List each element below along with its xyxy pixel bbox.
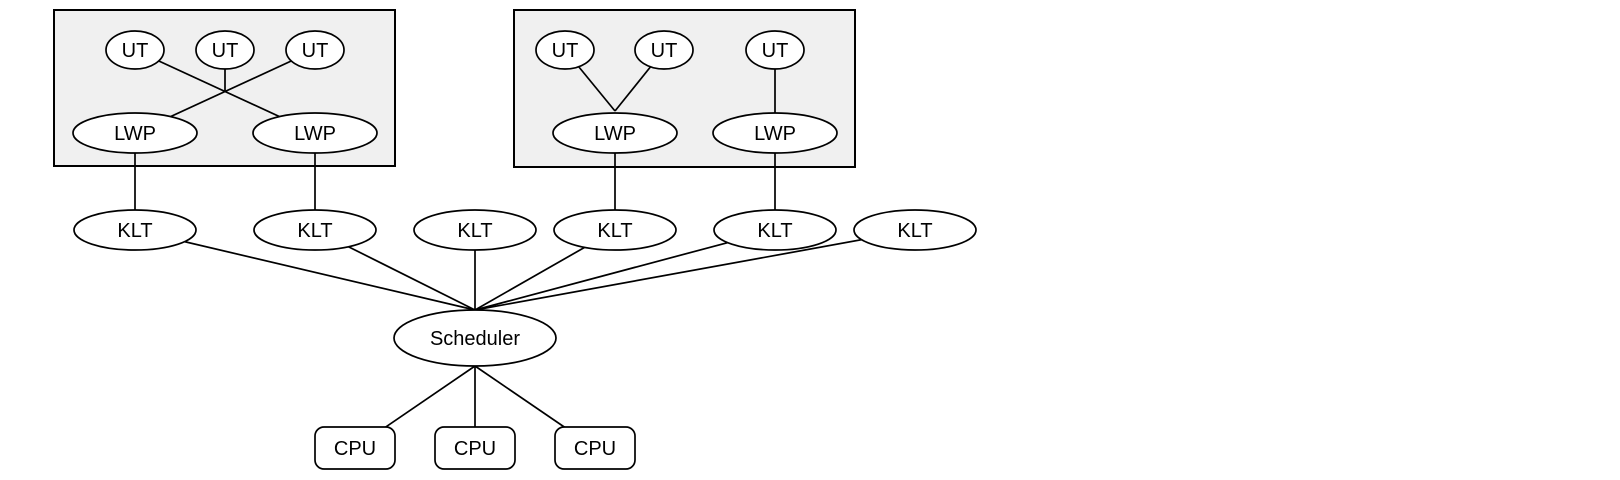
scheduler-node-shape [393,309,557,367]
klt-node-5-shape [713,209,837,251]
ut-node-3-shape [285,30,345,70]
klt-node-6: KLT [853,209,977,251]
klt-node-1-label: KLT [117,220,152,242]
klt-node-3-label: KLT [457,220,492,242]
klt-node-2: KLT [253,209,377,251]
edge-klt1-scheduler [134,229,476,311]
ut-node-6-shape [745,30,805,70]
cpu-node-2-shape [434,426,516,470]
ut-node-5-label: UT [651,40,678,62]
cpu-node-1-label: CPU [334,438,376,460]
ut-node-6: UT [745,30,805,70]
ut-node-1-label: UT [122,40,149,62]
ut-node-5: UT [634,30,694,70]
cpu-node-3: CPU [554,426,636,470]
ut-node-2-label: UT [212,40,239,62]
ut-node-3: UT [285,30,345,70]
cpu-node-3-shape [554,426,636,470]
ut-node-2: UT [195,30,255,70]
edge-klt5-scheduler [474,229,776,311]
klt-node-1-shape [73,209,197,251]
scheduler-node-label: Scheduler [430,328,520,350]
cpu-node-3-label: CPU [574,438,616,460]
ut-node-3-label: UT [302,40,329,62]
lwp-node-4-shape [712,112,838,154]
ut-node-4-shape [535,30,595,70]
ut-node-4: UT [535,30,595,70]
lwp-node-4: LWP [712,112,838,154]
cpu-node-2: CPU [434,426,516,470]
edge-klt6-scheduler [474,229,916,311]
klt-node-3-shape [413,209,537,251]
klt-node-6-label: KLT [897,220,932,242]
cpu-node-2-label: CPU [454,438,496,460]
ut-node-4-label: UT [552,40,579,62]
klt-node-4: KLT [553,209,677,251]
klt-node-2-shape [253,209,377,251]
cpu-node-1: CPU [314,426,396,470]
klt-node-5-label: KLT [757,220,792,242]
klt-node-3: KLT [413,209,537,251]
lwp-node-1: LWP [72,112,198,154]
klt-node-6-shape [853,209,977,251]
ut-node-1-shape [105,30,165,70]
ut-node-1: UT [105,30,165,70]
lwp-node-2: LWP [252,112,378,154]
lwp-node-1-shape [72,112,198,154]
lwp-node-3-shape [552,112,678,154]
cpu-node-1-shape [314,426,396,470]
ut-node-2-shape [195,30,255,70]
lwp-node-2-label: LWP [294,123,336,145]
klt-node-4-shape [553,209,677,251]
klt-node-2-label: KLT [297,220,332,242]
ut-node-5-shape [634,30,694,70]
lwp-node-3-label: LWP [594,123,636,145]
klt-node-5: KLT [713,209,837,251]
scheduler-node: Scheduler [393,309,557,367]
lwp-node-2-shape [252,112,378,154]
lwp-node-1-label: LWP [114,123,156,145]
lwp-node-4-label: LWP [754,123,796,145]
ut-node-6-label: UT [762,40,789,62]
lwp-node-3: LWP [552,112,678,154]
klt-node-4-label: KLT [597,220,632,242]
klt-node-1: KLT [73,209,197,251]
